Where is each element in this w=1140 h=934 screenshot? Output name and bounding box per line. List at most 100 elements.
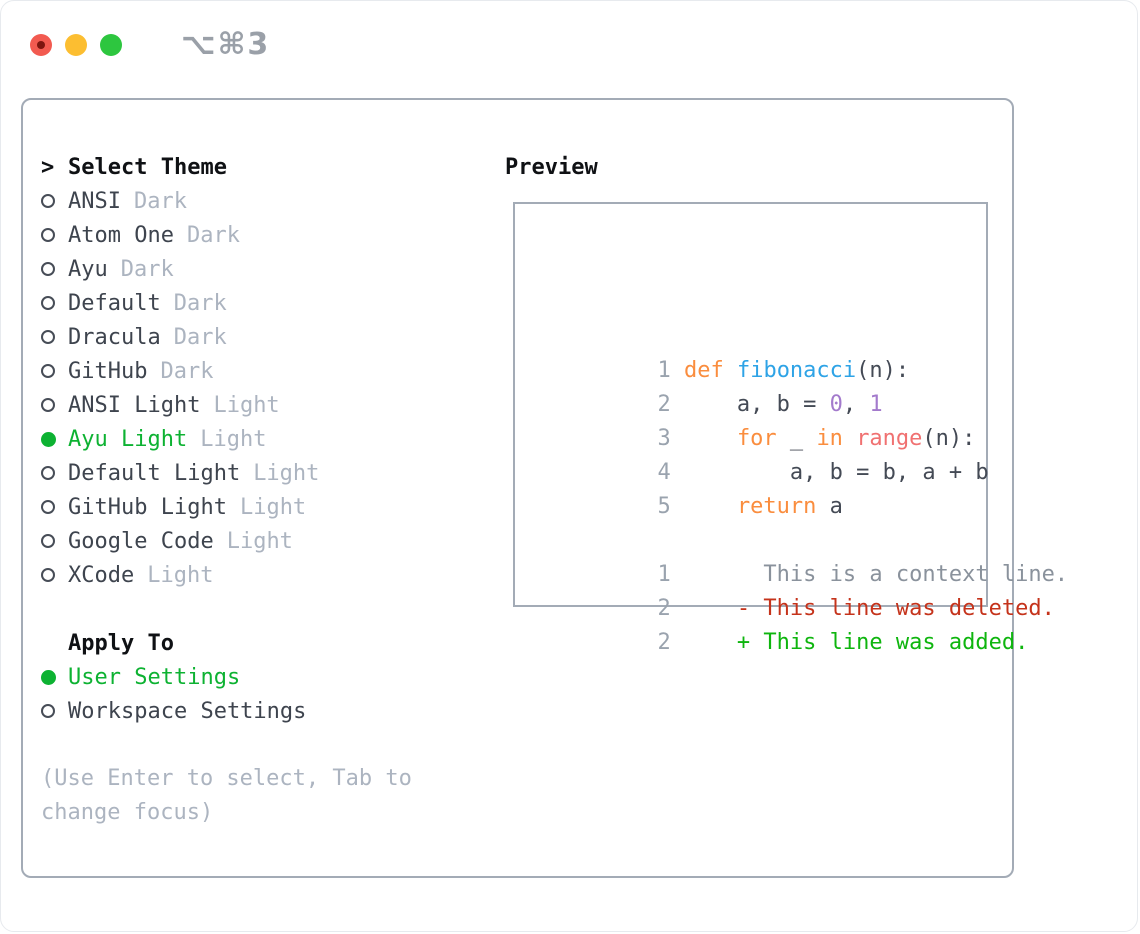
- apply-to-option-label: Workspace Settings: [68, 698, 307, 724]
- theme-variant-tag: Light: [200, 426, 267, 452]
- code-segment: a: [816, 494, 843, 519]
- code-segment: for: [736, 426, 777, 451]
- preview-header-row: Preview: [505, 150, 598, 184]
- radio-icon: [41, 194, 68, 208]
- code-segment: [724, 358, 737, 383]
- code-segment: 1: [657, 358, 684, 383]
- focus-caret-icon: >: [41, 154, 55, 180]
- code-segment: This is a context line.: [670, 562, 1069, 587]
- radio-icon: [41, 228, 68, 242]
- radio-icon: [41, 534, 68, 548]
- spacer: [41, 592, 412, 626]
- code-segment: a, b = b, a + b: [683, 460, 989, 485]
- theme-option[interactable]: Default Light Light: [41, 456, 412, 490]
- theme-option[interactable]: GitHub Light Light: [41, 490, 412, 524]
- radio-icon: [41, 296, 68, 310]
- theme-name: Atom One: [68, 222, 174, 248]
- theme-name: Default Light: [68, 460, 241, 486]
- theme-variant-tag: Dark: [160, 358, 214, 384]
- theme-option[interactable]: Google Code Light: [41, 524, 412, 558]
- code-segment: range: [856, 426, 923, 451]
- code-segment: 2: [657, 392, 684, 417]
- code-segment: 1: [869, 392, 883, 417]
- zoom-traffic-light-icon[interactable]: [100, 33, 122, 56]
- code-segment: (n):: [922, 426, 976, 451]
- code-segment: (n):: [856, 358, 910, 383]
- theme-variant-tag: Dark: [133, 188, 187, 214]
- code-line: 2 a, b = 0, 1: [525, 286, 986, 417]
- theme-option[interactable]: Ayu Light Light: [41, 422, 412, 456]
- theme-settings-panel: > Select Theme ANSI Dark Atom One Dark: [21, 98, 1068, 878]
- line-segments: 5 return a: [525, 460, 843, 519]
- line-segments: 1 def fibonacci(n):: [525, 324, 909, 383]
- code-line: 3 for _ in range(n):: [525, 320, 986, 451]
- close-traffic-light-icon[interactable]: [30, 33, 52, 56]
- theme-name: GitHub Light: [68, 494, 227, 520]
- radio-icon: [41, 704, 68, 718]
- window-shortcut-label: ⌥⌘3: [181, 27, 271, 62]
- radio-icon: [41, 398, 68, 412]
- theme-option[interactable]: Default Dark: [41, 286, 412, 320]
- theme-variant-tag: Light: [253, 460, 320, 486]
- radio-icon: [41, 500, 68, 514]
- radio-icon: [41, 262, 68, 276]
- spacer: [41, 728, 412, 762]
- code-segment: 5: [657, 494, 684, 519]
- keyboard-hint: (Use Enter to select, Tab to change focus…: [41, 762, 412, 830]
- theme-option[interactable]: GitHub Dark: [41, 354, 412, 388]
- radio-icon: [41, 364, 68, 378]
- radio-icon: [41, 466, 68, 480]
- theme-name: ANSI Light: [68, 392, 201, 418]
- apply-to-header-row: Apply To: [41, 626, 412, 660]
- theme-option[interactable]: XCode Light: [41, 558, 412, 592]
- theme-variant-tag: Light: [226, 528, 293, 554]
- theme-name: Ayu Light: [68, 426, 188, 452]
- keyboard-hint-line: change focus): [41, 800, 214, 825]
- titlebar: ⌥⌘3: [30, 27, 270, 62]
- theme-variant-tag: Light: [213, 392, 280, 418]
- theme-name: ANSI: [68, 188, 121, 214]
- apply-to-option[interactable]: User Settings: [41, 660, 412, 694]
- theme-name: Google Code: [68, 528, 214, 554]
- code-line: 2 - This line was deleted.: [525, 490, 1054, 621]
- minimize-traffic-light-icon[interactable]: [65, 33, 87, 56]
- code-line: 5 return a: [525, 388, 986, 519]
- preview-pane: 1 def fibonacci(n): 2 a, b = 0, 1 3 for …: [513, 202, 1068, 655]
- code-line: 1 def fibonacci(n):: [525, 252, 986, 383]
- keyboard-hint-line: (Use Enter to select, Tab to: [41, 766, 412, 791]
- theme-name: GitHub: [68, 358, 148, 384]
- code-line: 2 + This line was added.: [525, 524, 1028, 655]
- theme-option[interactable]: Dracula Dark: [41, 320, 412, 354]
- theme-name: Ayu: [68, 256, 108, 282]
- code-segment: fibonacci: [736, 358, 857, 383]
- radio-icon: [41, 568, 68, 582]
- code-segment: + This line was added.: [670, 630, 1029, 655]
- code-segment: ,: [842, 392, 870, 417]
- apply-to-title: Apply To: [68, 630, 174, 656]
- code-segment: [684, 494, 737, 519]
- theme-variant-tag: Dark: [173, 324, 227, 350]
- theme-option[interactable]: ANSI Light Light: [41, 388, 412, 422]
- apply-to-option-list: User Settings Workspace Settings: [41, 660, 412, 728]
- theme-option[interactable]: ANSI Dark: [41, 184, 412, 218]
- select-theme-header-row: > Select Theme: [41, 150, 412, 184]
- radio-icon: [41, 330, 68, 344]
- code-segment: _: [776, 426, 817, 451]
- code-segment: return: [736, 494, 817, 519]
- apply-to-option[interactable]: Workspace Settings: [41, 694, 412, 728]
- code-segment: 2: [657, 596, 671, 621]
- theme-menu: > Select Theme ANSI Dark Atom One Dark: [41, 150, 412, 830]
- line-segments: 2 + This line was added.: [525, 596, 1028, 655]
- theme-option[interactable]: Ayu Dark: [41, 252, 412, 286]
- preview-title: Preview: [505, 154, 598, 180]
- theme-option[interactable]: Atom One Dark: [41, 218, 412, 252]
- theme-name: Dracula: [68, 324, 161, 350]
- code-segment: [684, 426, 737, 451]
- code-line: 4 a, b = b, a + b: [525, 354, 988, 485]
- code-segment: a, b =: [683, 392, 830, 417]
- apply-to-option-label: User Settings: [68, 664, 241, 690]
- line-segments: 2 - This line was deleted.: [525, 562, 1054, 621]
- radio-icon: [41, 431, 68, 447]
- line-segments: 3 for _ in range(n):: [525, 392, 975, 451]
